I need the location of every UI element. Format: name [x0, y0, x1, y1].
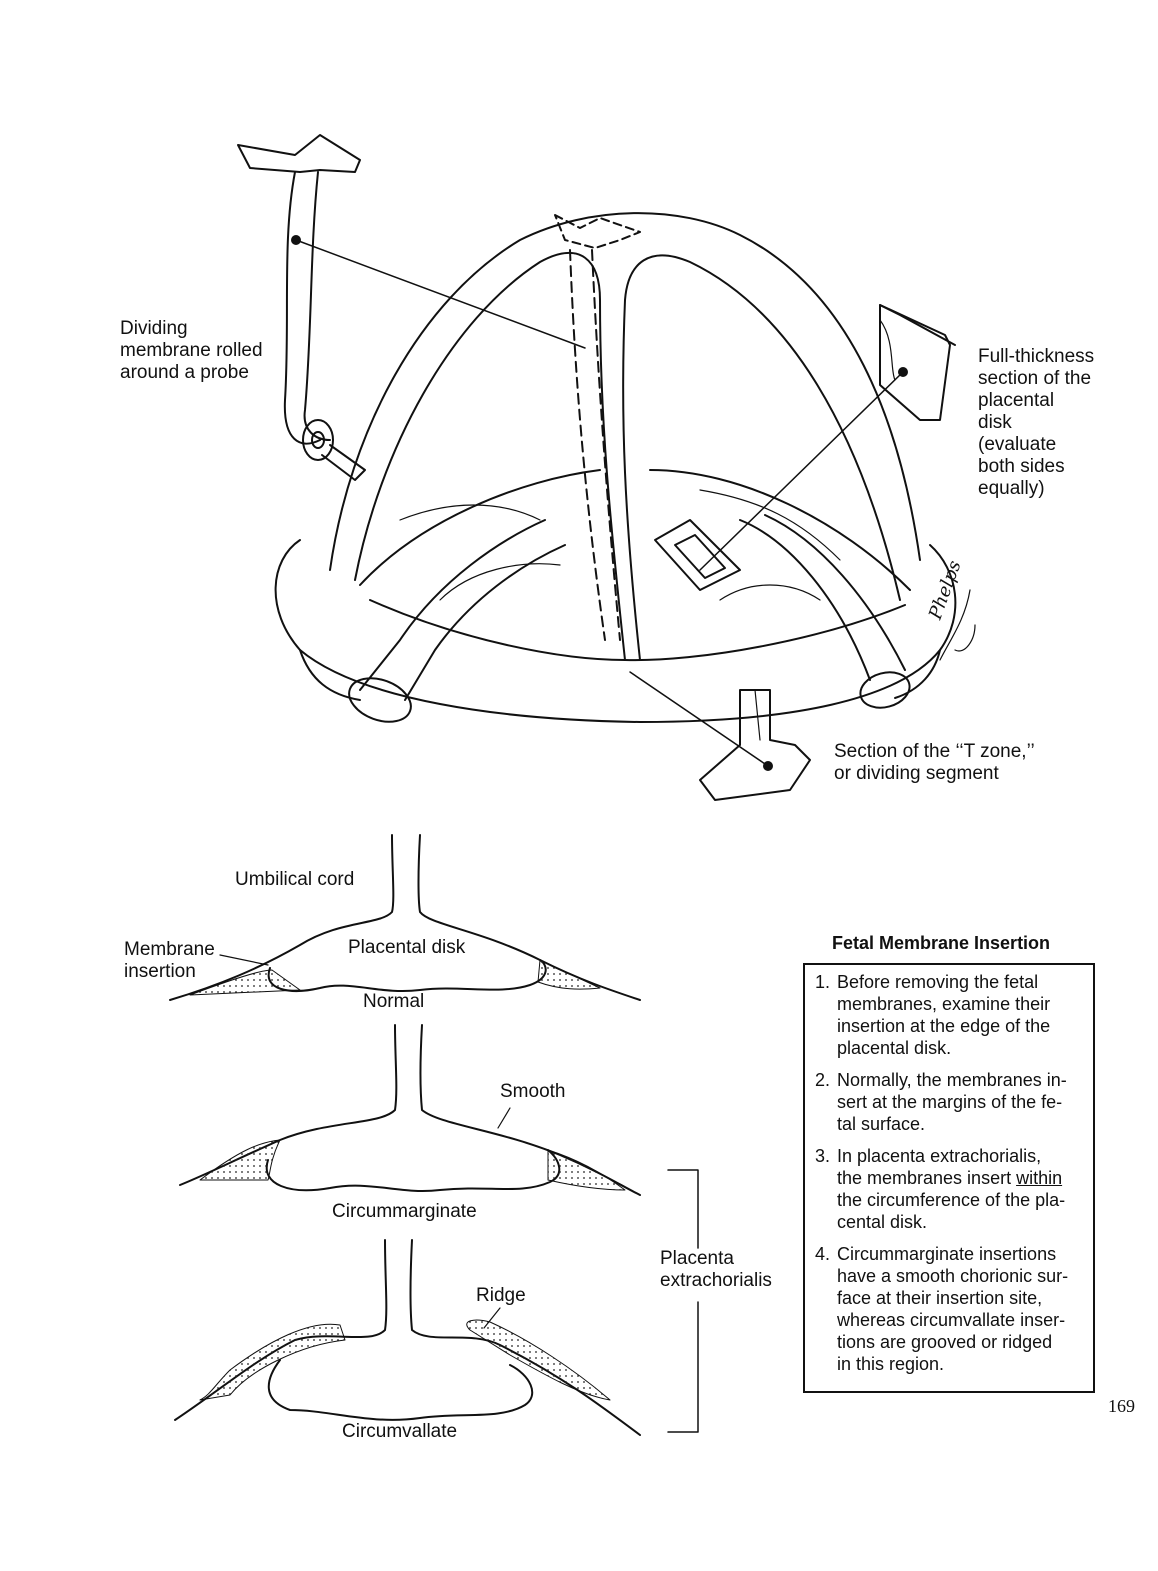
fetal-membrane-insertion-title: Fetal Membrane Insertion	[832, 933, 1050, 954]
normal-insertion-drawing	[170, 835, 640, 1000]
label-membrane-insertion: Membrane insertion	[124, 939, 215, 983]
list-item: 4. Circummarginate insertions have a smo…	[815, 1243, 1083, 1375]
circummarginate-drawing	[180, 1025, 640, 1195]
label-placenta-extrachorialis: Placenta extrachorialis	[660, 1248, 772, 1292]
label-t-zone-section: Section of the ‘‘T zone,’’ or dividing s…	[834, 741, 1035, 785]
circumvallate-drawing	[175, 1240, 640, 1435]
label-circummarginate: Circummarginate	[332, 1201, 477, 1223]
label-ridge: Ridge	[476, 1285, 526, 1307]
label-umbilical-cord: Umbilical cord	[235, 869, 354, 891]
list-item: 2. Normally, the membranes in- sert at t…	[815, 1069, 1083, 1135]
label-dividing-membrane: Dividing membrane rolled around a probe	[120, 318, 263, 384]
label-smooth: Smooth	[500, 1081, 565, 1103]
label-normal: Normal	[363, 991, 424, 1013]
list-item: 1. Before removing the fetal membranes, …	[815, 971, 1083, 1059]
placenta-dome-drawing	[238, 135, 975, 800]
extrachorialis-bracket	[668, 1170, 698, 1432]
page-number: 169	[1108, 1396, 1135, 1417]
list-item: 3. In placenta extrachorialis, the membr…	[815, 1145, 1083, 1233]
fetal-membrane-insertion-box: 1. Before removing the fetal membranes, …	[803, 963, 1095, 1393]
label-full-thickness-section: Full-thickness section of the placental …	[978, 346, 1094, 500]
label-placental-disk: Placental disk	[348, 937, 465, 959]
label-circumvallate: Circumvallate	[342, 1421, 457, 1443]
